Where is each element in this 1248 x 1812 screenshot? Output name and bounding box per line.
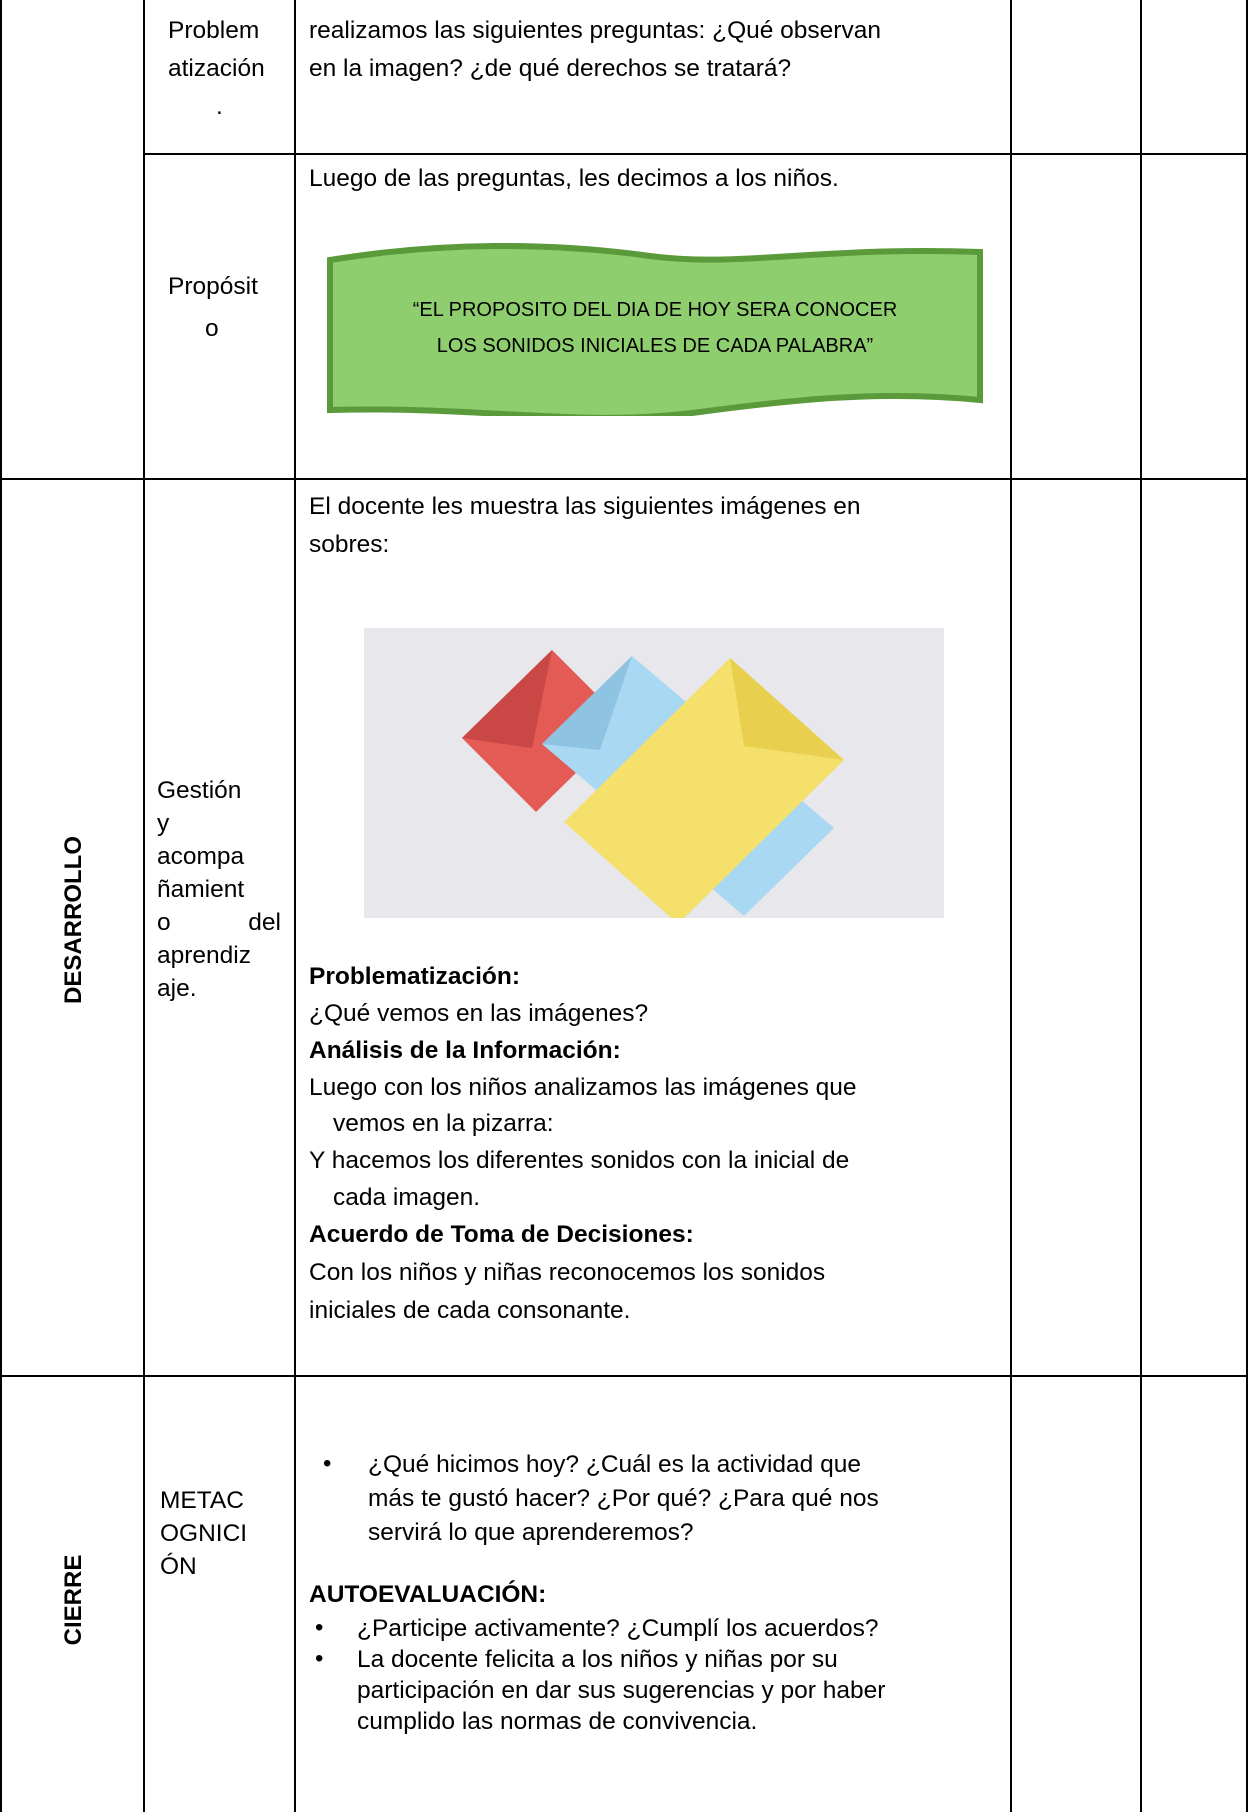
table-border-left (0, 0, 2, 1812)
phase-cierre: CIERRE (60, 1554, 87, 1646)
cierre-question-2: más te gustó hacer? ¿Por qué? ¿Para qué … (368, 1485, 879, 1512)
label-metacognicion-1: METAC (160, 1487, 244, 1514)
row-divider-1 (143, 153, 1248, 155)
bullet-auto-1: • (315, 1614, 324, 1641)
label-metacognicion-3: ÓN (160, 1553, 197, 1580)
analisis-line-2: vemos en la pizarra: (333, 1110, 554, 1137)
gestion-line-4: ñamient (157, 876, 245, 903)
problematizacion-question: ¿Qué vemos en las imágenes? (309, 1000, 649, 1027)
auto-item-2-line-3: cumplido las normas de convivencia. (357, 1708, 758, 1735)
label-problematizacion-3: . (216, 93, 223, 120)
desarrollo-intro-2: sobres: (309, 531, 390, 558)
problematizacion-title: Problematización: (309, 963, 521, 990)
auto-item-2-line-2: participación en dar sus sugerencias y p… (357, 1677, 886, 1704)
gestion-word-del: del (248, 909, 281, 936)
table-border-col3 (1010, 0, 1012, 1812)
envelopes-image (364, 628, 944, 918)
gestion-line-1: Gestión (157, 777, 242, 804)
table-border-col4 (1140, 0, 1142, 1812)
gestion-line-2: y (157, 810, 170, 837)
autoevaluacion-title: AUTOEVALUACIÓN: (309, 1581, 547, 1608)
row-divider-3 (0, 1375, 1248, 1377)
gestion-line-6: aprendiz (157, 942, 251, 969)
bullet-auto-2: • (315, 1645, 324, 1672)
banner-line-1: “EL PROPOSITO DEL DIA DE HOY SERA CONOCE… (412, 299, 898, 321)
table-border-col1 (143, 0, 145, 1812)
phase-desarrollo: DESARROLLO (60, 836, 87, 1004)
yellow-envelope (564, 658, 844, 918)
banner-line-2: LOS SONIDOS INICIALES DE CADA PALABRA” (436, 335, 874, 357)
label-gestion: Gestión y acompa ñamient o del aprendiz … (157, 774, 281, 1005)
gestion-line-5: o del (157, 906, 281, 939)
cierre-question-3: servirá lo que aprenderemos? (368, 1519, 694, 1546)
row-divider-2 (0, 478, 1248, 480)
analisis-line-3: Y hacemos los diferentes sonidos con la … (309, 1147, 850, 1174)
bullet-questions: • (323, 1450, 332, 1477)
label-problematizacion-2: atización (168, 55, 265, 82)
desarrollo-intro-1: El docente les muestra las siguientes im… (309, 493, 861, 520)
analisis-line-1: Luego con los niños analizamos las imáge… (309, 1074, 857, 1101)
proposito-banner (327, 242, 983, 416)
label-metacognicion-2: OGNICI (160, 1520, 248, 1547)
proposito-banner-text: “EL PROPOSITO DEL DIA DE HOY SERA CONOCE… (320, 292, 990, 364)
auto-item-2-line-1: La docente felicita a los niños y niñas … (357, 1646, 838, 1673)
analisis-title: Análisis de la Información: (309, 1037, 621, 1064)
gestion-line-7: aje. (157, 975, 197, 1002)
auto-item-1: ¿Participe activamente? ¿Cumplí los acue… (357, 1615, 879, 1642)
problematizacion-text-2: en la imagen? ¿de qué derechos se tratar… (309, 55, 792, 82)
analisis-line-4: cada imagen. (333, 1184, 481, 1211)
cierre-question-1: ¿Qué hicimos hoy? ¿Cuál es la actividad … (368, 1451, 861, 1478)
problematizacion-text-1: realizamos las siguientes preguntas: ¿Qu… (309, 17, 881, 44)
label-proposito-2: o (205, 315, 219, 342)
acuerdo-title: Acuerdo de Toma de Decisiones: (309, 1221, 694, 1248)
gestion-line-3: acompa (157, 843, 245, 870)
red-envelope (462, 650, 626, 812)
gestion-word-o: o (157, 909, 171, 936)
banner-shape (327, 242, 983, 416)
table-border-right (1246, 0, 1248, 1812)
acuerdo-line-1: Con los niños y niñas reconocemos los so… (309, 1259, 826, 1286)
table-border-col2 (294, 0, 296, 1812)
proposito-intro: Luego de las preguntas, les decimos a lo… (309, 165, 839, 192)
label-problematizacion-1: Problem (168, 17, 260, 44)
label-proposito-1: Propósit (168, 273, 258, 300)
acuerdo-line-2: iniciales de cada consonante. (309, 1297, 631, 1324)
